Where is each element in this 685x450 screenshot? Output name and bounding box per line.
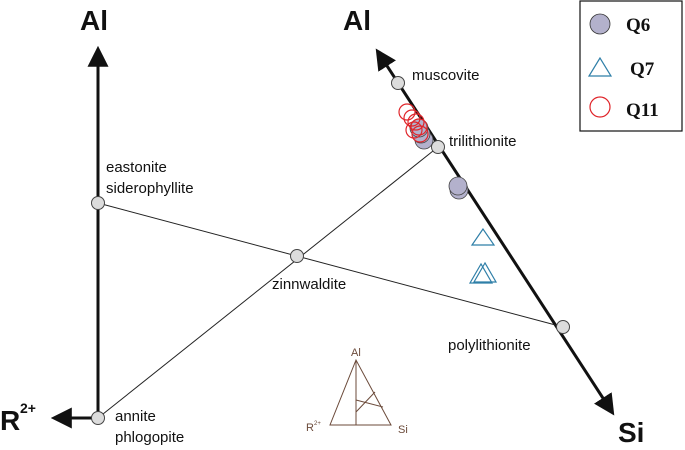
- q11-point: [398, 103, 416, 121]
- polylithionite-label: polylithionite: [448, 337, 531, 354]
- tie-line-eastonite-polylithionite: [97, 202, 564, 328]
- annite-node: [91, 411, 105, 425]
- phlogopite-label: phlogopite: [115, 429, 184, 446]
- q11-point: [411, 125, 429, 143]
- legend-q7-label: Q7: [630, 59, 655, 80]
- eastonite-label: eastonite: [106, 159, 167, 176]
- legend-q6-marker: [589, 13, 611, 35]
- inset-triangle: Al R 2+ Si: [306, 347, 408, 436]
- q11-point: [407, 113, 425, 131]
- legend: Q6 Q7 Q11: [579, 0, 683, 132]
- legend-q11-label: Q11: [626, 100, 659, 121]
- inset-r-superscript: 2+: [314, 421, 321, 427]
- legend-q7-marker: [587, 56, 613, 77]
- r2-label: R: [0, 405, 20, 436]
- polylithionite-node: [556, 320, 570, 334]
- siderophyllite-label: siderophyllite: [106, 180, 194, 197]
- q7-point: [468, 262, 494, 284]
- q7-point: [472, 261, 498, 283]
- muscovite-node: [391, 76, 405, 90]
- annite-label: annite: [115, 408, 156, 425]
- r2-superscript: 2+: [20, 400, 36, 416]
- zinnwaldite-node: [290, 249, 304, 263]
- inset-r-label: R: [306, 422, 314, 434]
- trilithionite-node: [431, 140, 445, 154]
- right-al-label: Al: [343, 5, 371, 36]
- si-label: Si: [618, 417, 644, 448]
- tie-line-annite-trilithionite: [97, 146, 439, 419]
- q11-point: [405, 121, 423, 139]
- eastonite-node: [91, 196, 105, 210]
- q11-point: [410, 118, 428, 136]
- inset-si-label: Si: [398, 424, 408, 436]
- q6-point: [448, 176, 468, 196]
- legend-q11-marker: [589, 96, 611, 118]
- q7-point: [470, 227, 496, 246]
- inset-al-label: Al: [351, 347, 361, 359]
- trilithionite-label: trilithionite: [449, 133, 517, 150]
- legend-q6-label: Q6: [626, 15, 650, 36]
- left-al-label: Al: [80, 5, 108, 36]
- zinnwaldite-label: zinnwaldite: [272, 276, 346, 293]
- q11-point: [403, 109, 421, 127]
- muscovite-label: muscovite: [412, 67, 480, 84]
